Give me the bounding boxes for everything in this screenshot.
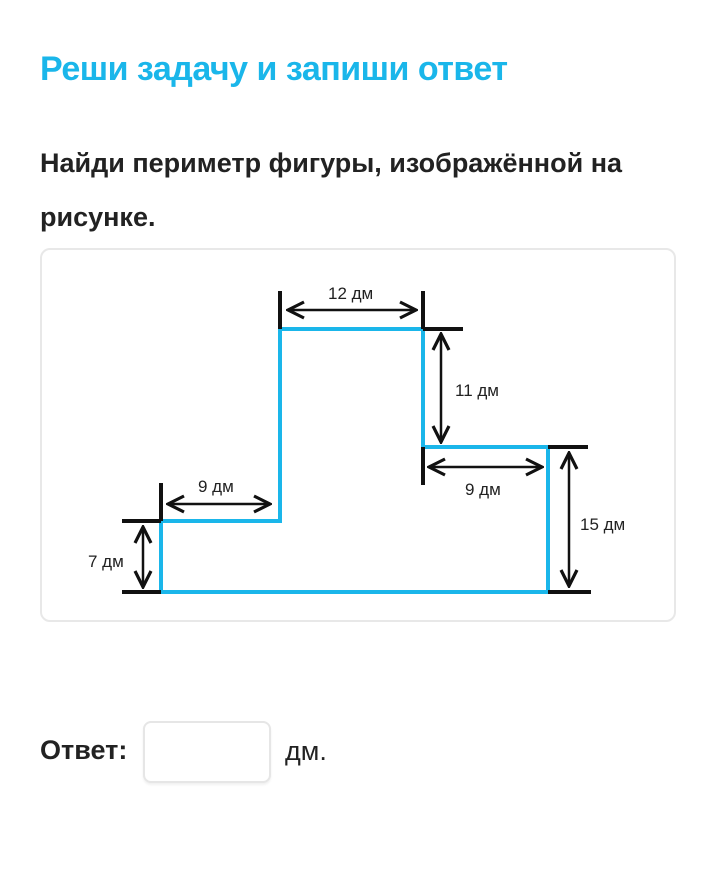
question-text: Найди периметр фигуры, изображённой на р… (40, 148, 623, 232)
answer-input[interactable] (143, 721, 271, 783)
label-right-upper: 11 дм (455, 381, 499, 400)
answer-unit: дм. (285, 736, 327, 766)
page-title: Реши задачу и запиши ответ (40, 50, 508, 88)
answer-label: Ответ: (40, 735, 128, 765)
figure-card (40, 248, 676, 622)
label-left: 7 дм (88, 552, 124, 571)
label-top: 12 дм (328, 284, 373, 303)
label-right-step: 9 дм (465, 480, 501, 499)
figure-shape (159, 327, 550, 594)
label-left-step: 9 дм (198, 477, 234, 496)
label-right: 15 дм (580, 515, 625, 534)
